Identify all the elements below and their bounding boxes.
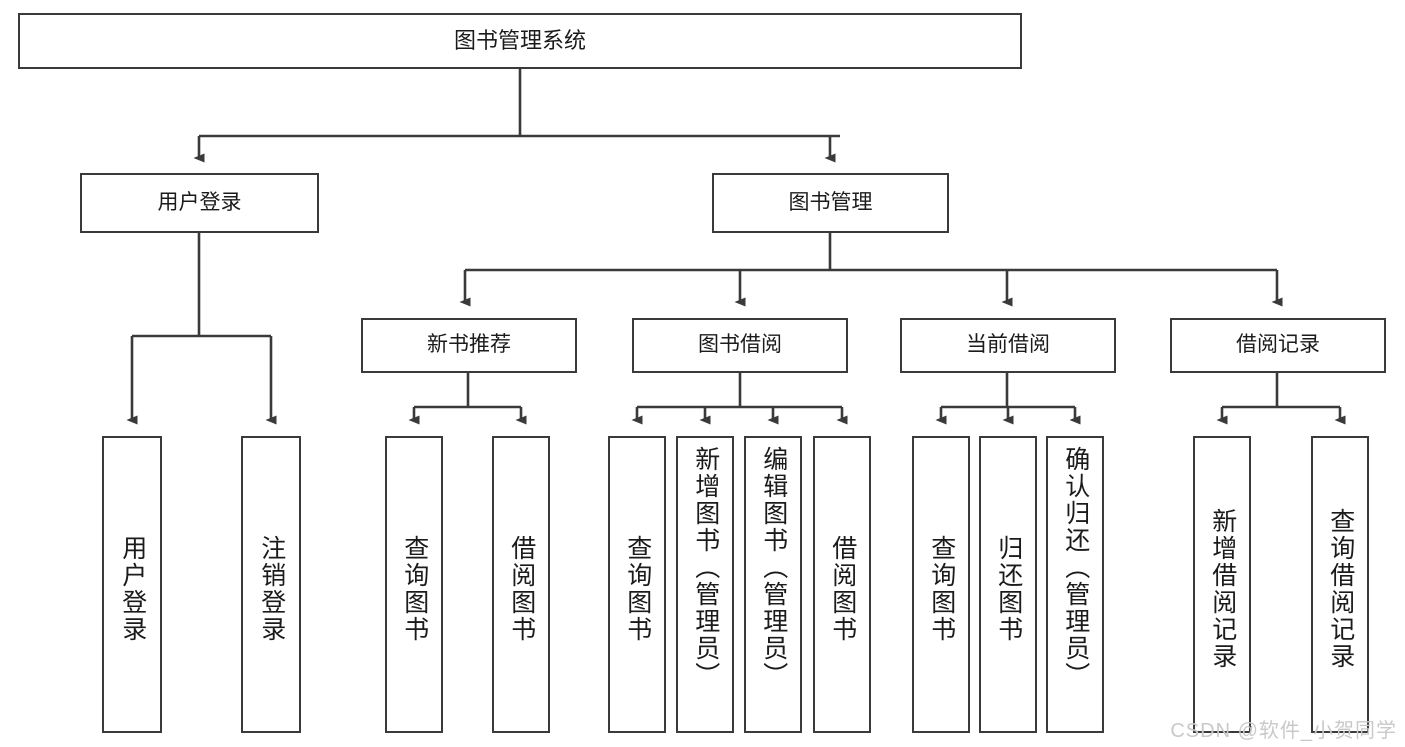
leaf-query-book-borrow[interactable]: 查询图书 [608,436,666,733]
node-book-management[interactable]: 图书管理 [712,173,949,233]
node-book-borrow[interactable]: 图书借阅 [632,318,848,373]
node-user-login[interactable]: 用户登录 [80,173,319,233]
node-label: 新书推荐 [427,333,511,357]
node-label: 新增借阅记录 [1208,507,1237,670]
node-new-book-recommend[interactable]: 新书推荐 [361,318,577,373]
node-label: 查询借阅记录 [1326,507,1355,670]
node-label: 查询图书 [927,534,956,643]
leaf-edit-book-admin[interactable]: 编辑图书（管理员） [744,436,802,733]
leaf-borrow-book-recommend[interactable]: 借阅图书 [492,436,550,733]
node-label: 图书管理 [788,190,873,214]
leaf-logout[interactable]: 注销登录 [241,436,301,733]
leaf-query-borrow-record[interactable]: 查询借阅记录 [1311,436,1369,733]
node-label: 当前借阅 [966,333,1050,357]
watermark: CSDN @软件_小贺同学 [1170,720,1397,742]
node-root-system[interactable]: 图书管理系统 [18,13,1022,69]
leaf-query-book-current[interactable]: 查询图书 [912,436,970,733]
node-label: 归还图书 [994,534,1023,643]
node-label: 图书管理系统 [453,28,586,54]
node-label: 借阅图书 [507,534,536,643]
node-label: 编辑图书（管理员） [759,446,788,689]
leaf-add-borrow-record[interactable]: 新增借阅记录 [1193,436,1251,733]
node-label: 用户登录 [118,534,147,643]
node-label: 新增图书（管理员） [691,446,720,689]
node-label: 注销登录 [257,534,286,643]
leaf-query-book-recommend[interactable]: 查询图书 [385,436,443,733]
leaf-user-login[interactable]: 用户登录 [102,436,162,733]
leaf-borrow-book[interactable]: 借阅图书 [813,436,871,733]
node-borrow-records[interactable]: 借阅记录 [1170,318,1386,373]
node-label: 借阅图书 [828,534,857,643]
node-label: 确认归还（管理员） [1061,446,1090,689]
node-current-borrow[interactable]: 当前借阅 [900,318,1116,373]
leaf-confirm-return-admin[interactable]: 确认归还（管理员） [1046,436,1104,733]
node-label: 借阅记录 [1236,333,1320,357]
leaf-add-book-admin[interactable]: 新增图书（管理员） [676,436,734,733]
node-label: 查询图书 [623,534,652,643]
node-label: 图书借阅 [698,333,782,357]
leaf-return-book[interactable]: 归还图书 [979,436,1037,733]
node-label: 查询图书 [400,534,429,643]
node-label: 用户登录 [157,190,242,214]
